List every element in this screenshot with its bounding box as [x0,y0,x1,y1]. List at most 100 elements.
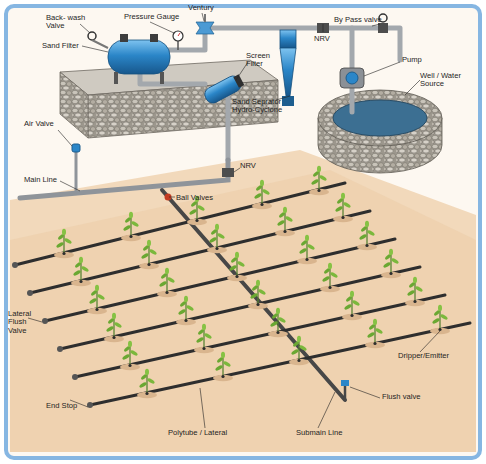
sand-filter [108,40,170,74]
laterals [15,183,345,265]
lateral-ends [42,318,48,324]
valves [92,40,108,48]
part-label: By Pass valve [334,16,394,24]
part-label: Flush valve [382,393,442,401]
part-label: Polytube / Lateral [168,429,248,437]
plants [54,229,74,258]
part-label: Air Valve [24,120,68,128]
plants [104,313,124,342]
main-line [20,160,228,198]
lateral-ends [72,374,78,380]
sand-filter [150,34,158,42]
part-label: Lateral Flush Valve [8,310,44,335]
leader-lines [200,388,205,428]
valves [317,23,329,33]
part-label: Well / Water Source [420,72,476,89]
plants [87,285,107,314]
lateral-ends [57,346,63,352]
plants [157,268,177,297]
leader-lines [323,24,324,32]
screen-filter [233,74,244,87]
leader-lines [202,13,204,21]
part-label: Sand Seprator Hydro-Cyclone [232,98,292,115]
plants [289,336,309,365]
frame [6,6,480,458]
part-label: Screen Filter [246,52,278,69]
submain-line [341,380,349,386]
plants [176,296,196,325]
plants [54,166,450,398]
plants [405,277,425,306]
hydro-cyclone [280,30,296,48]
hydro-cyclone [280,48,296,96]
part-label: End Stop [46,402,90,410]
plants [268,308,288,337]
plants [139,240,159,269]
plants [357,221,377,250]
well [318,90,442,146]
ventury [196,22,214,34]
nrv-valve [222,168,234,177]
pressure-gauge [173,31,183,41]
part-label: Pump [402,56,432,64]
plants [213,352,233,381]
plants [194,324,214,353]
leader-lines [420,331,440,352]
soil-field [10,170,476,452]
plants [309,166,329,195]
pipework [350,88,355,112]
plants [137,369,157,398]
plants [71,257,91,286]
leader-lines [350,387,380,398]
pipework [226,96,231,160]
leader-lines [58,130,72,146]
submain-line [344,385,347,400]
part-label: Sand Filter [42,42,82,50]
valves [378,23,388,33]
pump [340,68,364,88]
part-label: Back- wash Valve [46,14,88,31]
leader-lines [60,181,80,191]
sand-filter [120,34,128,42]
stone-platform [60,72,88,138]
part-label: Ventury [188,4,228,12]
leader-lines [169,197,175,198]
soil-field [10,150,476,452]
plants [121,212,141,241]
part-label: Submain Line [296,429,356,437]
part-label: NRV [314,35,338,43]
leader-lines [150,22,174,33]
leader-lines [318,392,335,428]
leader-lines [28,318,42,322]
part-label: Pressure Gauge [124,13,184,21]
lateral-ends [12,262,18,268]
main-line [20,160,228,198]
ventury [196,14,214,34]
leader-lines [28,13,440,428]
plants [320,263,340,292]
leader-lines [405,80,420,95]
hydro-cyclone [280,30,296,106]
soil-field [10,150,476,452]
part-label: Main Line [24,176,68,184]
plants [227,252,247,281]
part-label: NRV [240,162,264,170]
plants [430,305,450,334]
valves [88,32,96,40]
pressure-gauge [178,33,180,36]
leader-lines [80,24,90,33]
plants [342,291,362,320]
pump [340,68,364,88]
lateral-ends [27,290,33,296]
plants [297,235,317,264]
laterals [15,183,470,405]
plants [365,319,385,348]
air-valve [72,144,80,193]
plants [120,341,140,370]
leader-lines [372,24,380,26]
ventury [204,14,206,22]
plants [275,207,295,236]
